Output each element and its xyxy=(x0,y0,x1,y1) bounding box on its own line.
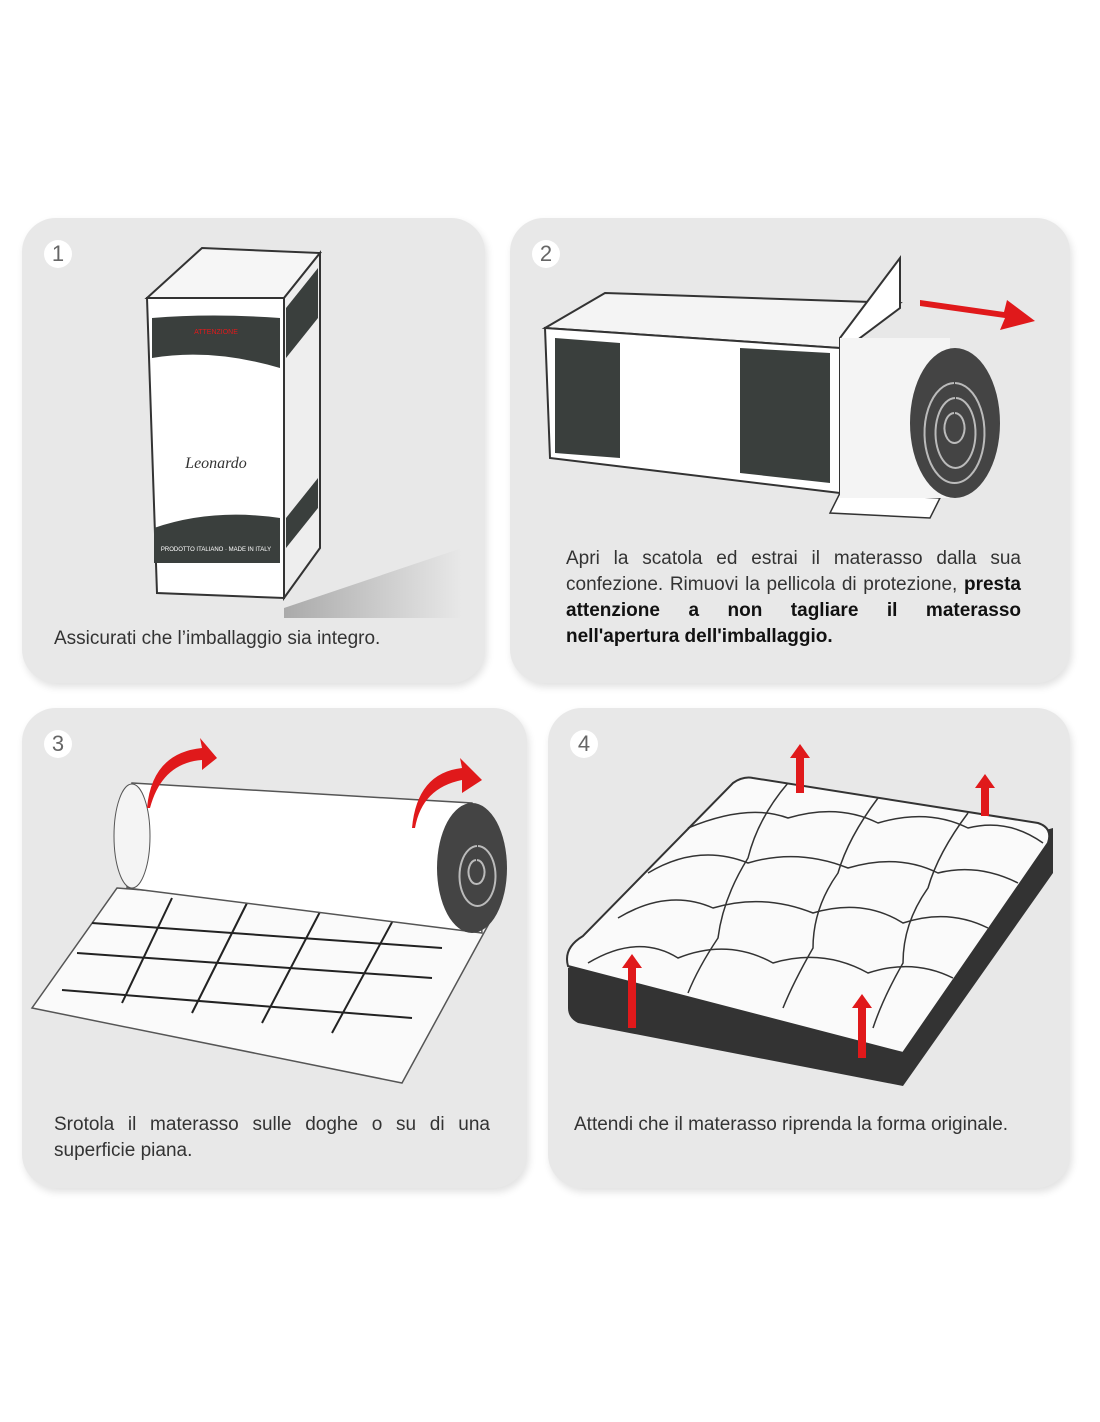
box-made-in: PRODOTTO ITALIANO · MADE IN ITALY xyxy=(161,547,271,553)
pull-arrow-icon xyxy=(920,300,1035,330)
expand-arrows-icon xyxy=(622,744,995,1058)
roll-arrow-icon xyxy=(412,758,482,828)
step-1-panel: 1 ATTENZIONE Leonardo PRODOTTO ITALIANO … xyxy=(22,218,485,683)
box-brand-logo: Leonardo xyxy=(184,455,247,472)
step-number: 2 xyxy=(532,240,560,268)
step-number: 4 xyxy=(570,730,598,758)
sealed-box-illustration: ATTENZIONE Leonardo PRODOTTO ITALIANO · … xyxy=(144,246,462,618)
expanded-mattress-illustration xyxy=(566,744,1053,1086)
step-number: 3 xyxy=(44,730,72,758)
step-number: 1 xyxy=(44,240,72,268)
box-warning: ATTENZIONE xyxy=(194,329,238,336)
step-2-caption: Apri la scatola ed estrai il materasso d… xyxy=(566,548,1021,647)
unrolling-mattress-illustration xyxy=(30,738,507,1084)
step-2-panel: 2 Apri la scatola ed estrai il materasso… xyxy=(510,218,1070,683)
step-1-caption: Assicurati che l’imballaggio sia integro… xyxy=(54,628,381,649)
open-box-illustration xyxy=(541,255,1035,519)
step-3-caption: Srotola il materasso sulle doghe o su di… xyxy=(54,1114,490,1161)
roll-arrow-icon xyxy=(147,738,217,808)
step-4-panel: 4 Attendi che il materasso riprenda la f… xyxy=(548,708,1070,1188)
step-3-panel: 3 Srotola il materasso sulle doghe o su … xyxy=(22,708,527,1188)
step-4-caption: Attendi che il materasso riprenda la for… xyxy=(574,1114,1009,1135)
